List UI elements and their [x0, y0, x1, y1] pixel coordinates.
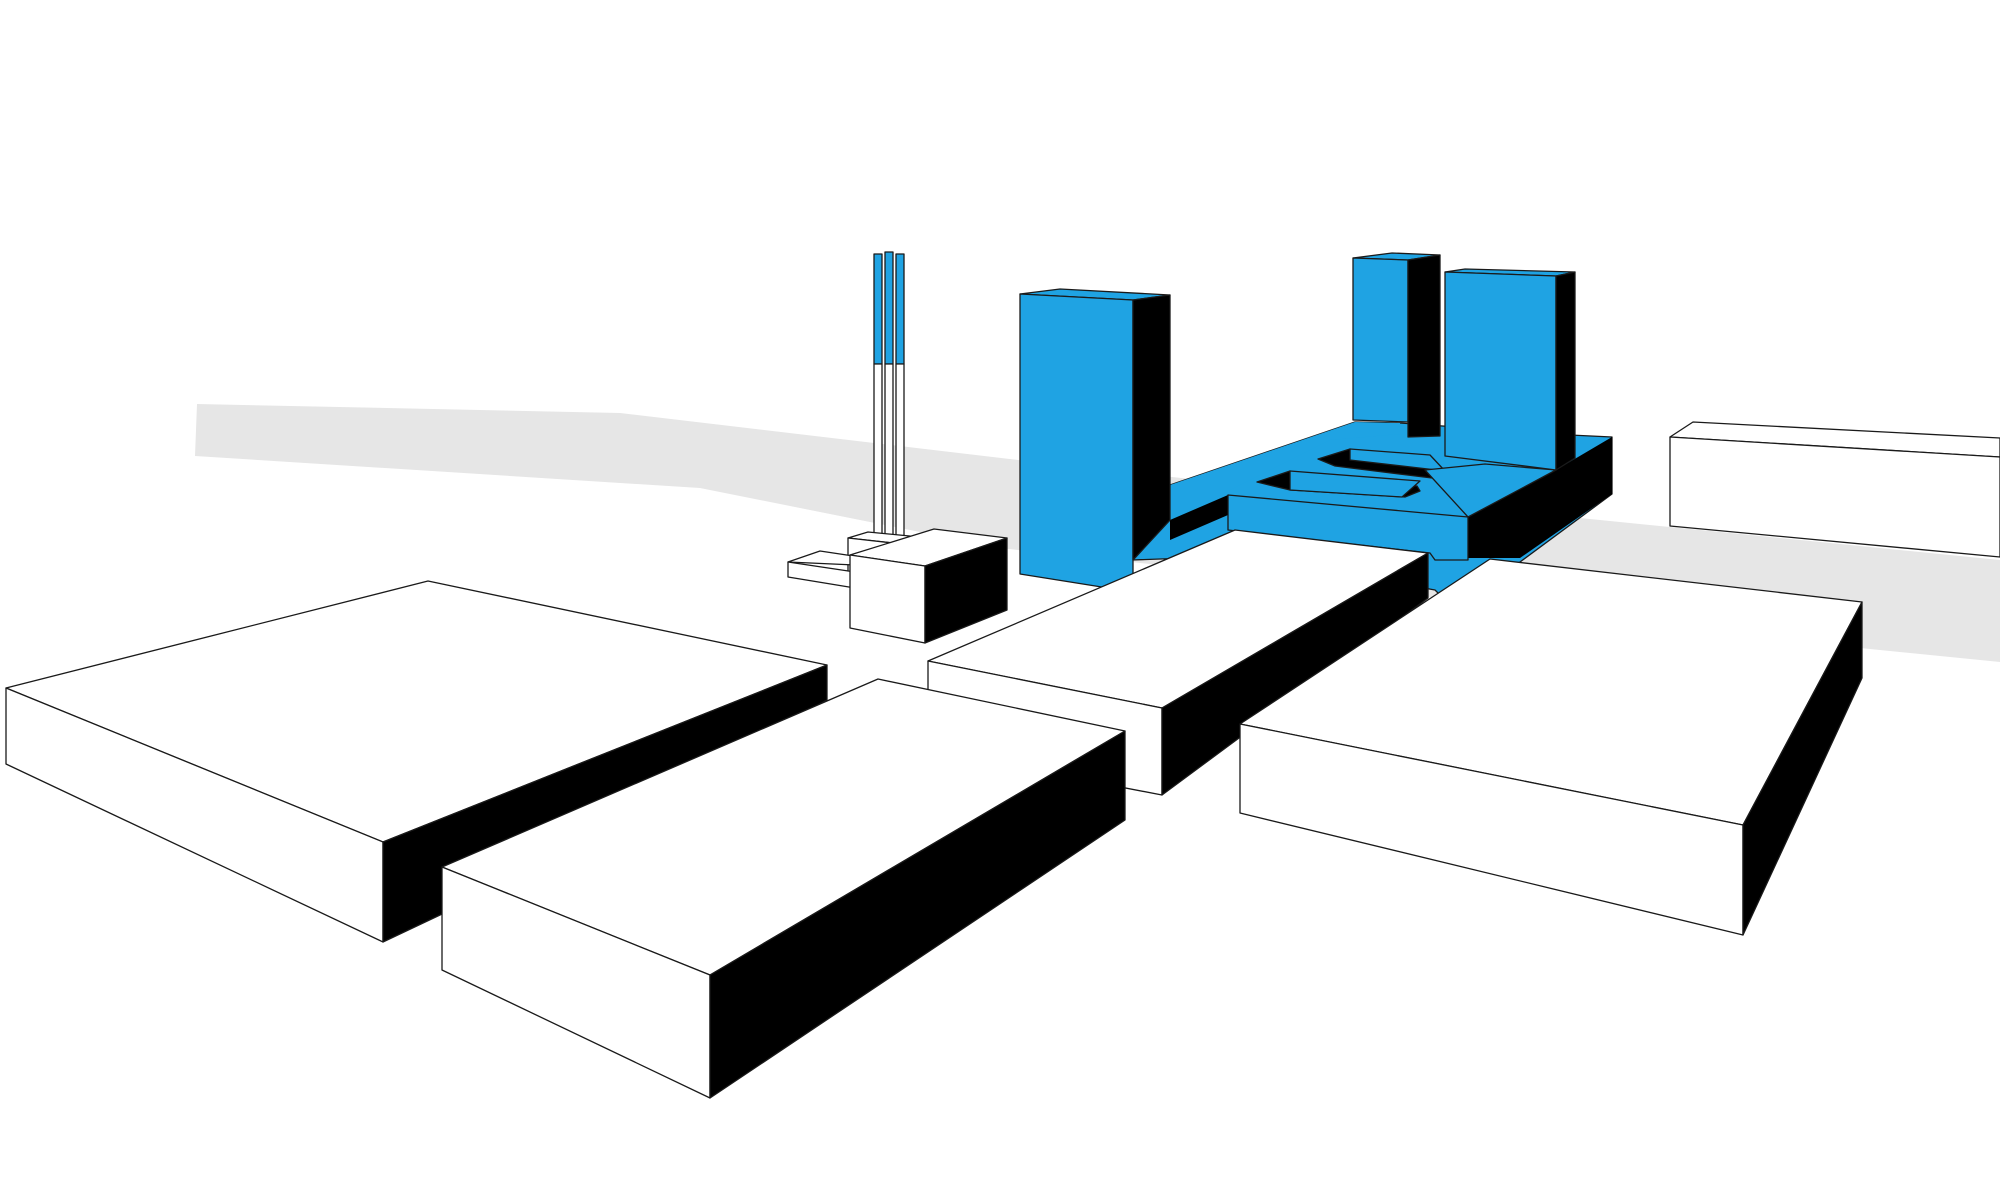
small-cube — [849, 528, 1008, 644]
tower-middle — [1352, 252, 1441, 438]
block-right — [1239, 558, 1863, 936]
far-right-block — [1669, 421, 2000, 558]
block-front-center — [441, 678, 1126, 1099]
tower-right — [1444, 268, 1576, 471]
tower-left — [1019, 288, 1171, 593]
